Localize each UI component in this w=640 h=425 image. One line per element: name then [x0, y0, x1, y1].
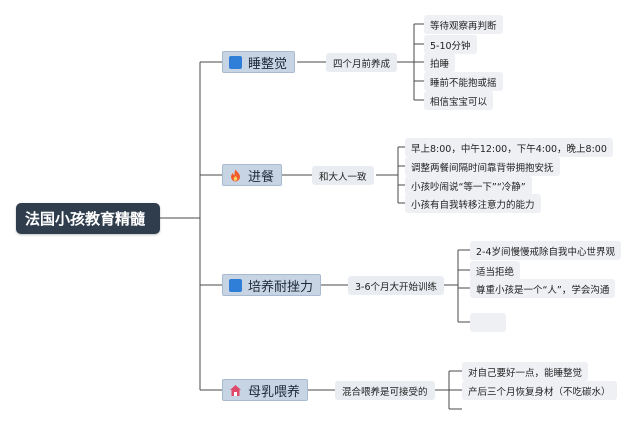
leaf-label: 产后三个月恢复身材（不吃碳水）	[468, 386, 611, 398]
leaf-meals-4[interactable]: 小孩有自我转移注意力的能力	[405, 194, 541, 213]
leaf-sleep-3[interactable]: 拍睡	[424, 53, 456, 72]
branch-meals[interactable]: 进餐	[222, 164, 283, 186]
leaf-sleep-4[interactable]: 睡前不能抱或摇	[424, 72, 503, 91]
leaf-label: 5-10分钟	[430, 40, 471, 52]
leaf-meals-3[interactable]: 小孩吵闹说“等一下”“冷静”	[405, 176, 532, 195]
leaf-breastfeeding-1[interactable]: 对自己要好一点，能睡整觉	[462, 362, 589, 381]
connector-branch-1	[297, 23, 424, 101]
leaf-sleep-5[interactable]: 相信宝宝可以	[424, 91, 494, 110]
house-icon	[229, 384, 242, 397]
branch-sleep[interactable]: 睡整觉	[222, 51, 296, 73]
branch-meals-label: 进餐	[248, 169, 275, 185]
branch-resilience[interactable]: 培养耐挫力	[222, 274, 322, 296]
subtopic-meals-label: 和大人一致	[319, 171, 367, 183]
subtopic-breastfeeding[interactable]: 混合喂养是可接受的	[335, 381, 435, 400]
leaf-label: 睡前不能抱或摇	[430, 77, 497, 89]
leaf-resilience-2[interactable]: 适当拒绝	[470, 261, 521, 280]
root-topic-label: 法国小孩教育精髓	[25, 210, 146, 228]
leaf-resilience-1[interactable]: 2-4岁间慢慢戒除自我中心世界观	[470, 241, 622, 260]
leaf-label: 适当拒绝	[476, 266, 515, 278]
root-topic[interactable]: 法国小孩教育精髓	[16, 203, 160, 234]
leaf-label: 2-4岁间慢慢戒除自我中心世界观	[476, 246, 616, 258]
leaf-resilience-4[interactable]	[470, 313, 506, 332]
blue-square-icon	[229, 55, 242, 69]
branch-resilience-label: 培养耐挫力	[248, 279, 314, 295]
leaf-label: 对自己要好一点，能睡整觉	[468, 367, 583, 379]
fire-icon	[229, 169, 242, 182]
leaf-resilience-3[interactable]: 尊重小孩是一个“人”，学会沟通	[470, 279, 616, 298]
leaf-meals-2[interactable]: 调整两餐间隔时间靠背带拥抱安抚	[405, 157, 560, 176]
leaf-label: 调整两餐间隔时间靠背带拥抱安抚	[411, 162, 554, 174]
connector-root	[160, 61, 222, 391]
leaf-sleep-2[interactable]: 5-10分钟	[424, 35, 477, 54]
leaf-label: 小孩吵闹说“等一下”“冷静”	[411, 181, 526, 193]
leaf-breastfeeding-2[interactable]: 产后三个月恢复身材（不吃碳水）	[462, 381, 617, 400]
blue-square-icon	[229, 278, 242, 292]
branch-breastfeeding-label: 母乳喂养	[248, 384, 301, 400]
leaf-label: 小孩有自我转移注意力的能力	[411, 199, 535, 211]
leaf-meals-1[interactable]: 早上8:00，中午12:00，下午4:00，晚上8:00	[405, 138, 613, 157]
connector-branch-4	[307, 370, 462, 410]
leaf-label: 等待观察再判断	[430, 20, 497, 32]
subtopic-sleep-label: 四个月前养成	[333, 58, 391, 70]
subtopic-meals[interactable]: 和大人一致	[312, 166, 374, 185]
branch-sleep-label: 睡整觉	[248, 56, 288, 72]
subtopic-sleep[interactable]: 四个月前养成	[326, 53, 398, 72]
leaf-label: 尊重小孩是一个“人”，学会沟通	[476, 284, 610, 296]
connector-branch-2	[280, 146, 405, 204]
connector-branch-3	[320, 249, 470, 323]
leaf-label: 拍睡	[430, 58, 450, 70]
leaf-label: 相信宝宝可以	[430, 96, 488, 108]
leaf-label: 早上8:00，中午12:00，下午4:00，晚上8:00	[411, 143, 607, 155]
subtopic-resilience-label: 3-6个月大开始训练	[355, 281, 438, 293]
branch-breastfeeding[interactable]: 母乳喂养	[222, 379, 309, 401]
subtopic-resilience[interactable]: 3-6个月大开始训练	[348, 276, 445, 295]
leaf-sleep-1[interactable]: 等待观察再判断	[424, 15, 503, 34]
subtopic-breastfeeding-label: 混合喂养是可接受的	[342, 386, 428, 398]
